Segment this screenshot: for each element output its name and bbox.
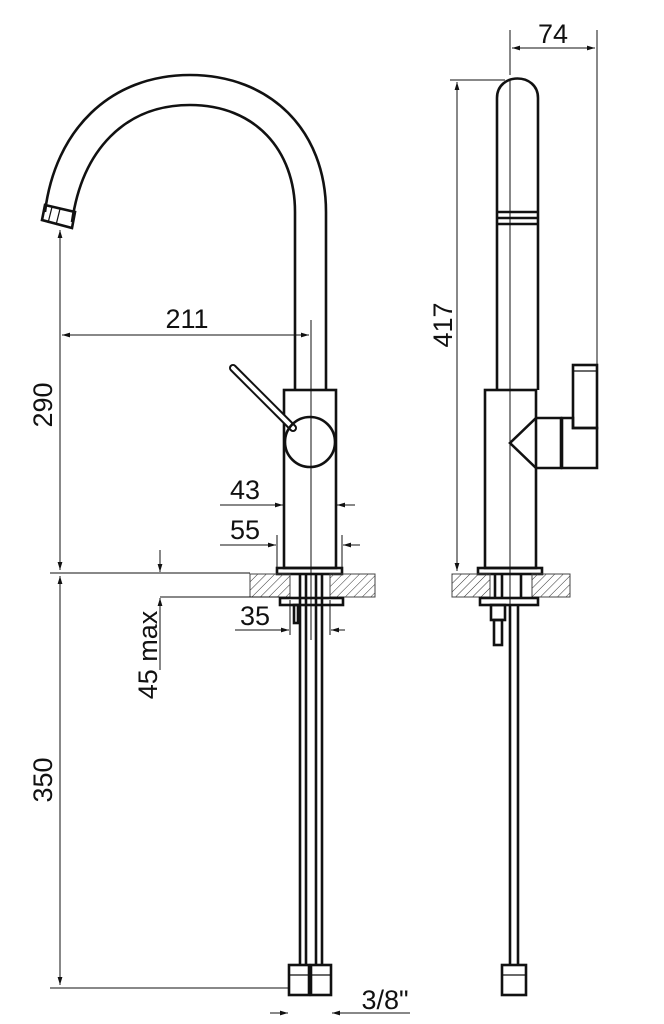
countertop-right (329, 573, 376, 598)
mounting-nut (278, 596, 345, 607)
handle-knob (283, 415, 337, 469)
dim-spout-reach: 211 (165, 304, 208, 334)
dim-base-diameter: 55 (230, 515, 260, 545)
side-dimensions: 74 417 (428, 19, 598, 571)
dim-body-diameter: 43 (230, 475, 260, 505)
spout-outer (43, 73, 328, 390)
side-view (451, 77, 599, 997)
dim-side-depth: 74 (538, 19, 568, 49)
side-countertop-left (451, 573, 491, 598)
dim-max-counter-thickness: 45 max (133, 610, 163, 699)
side-handle-connector (508, 416, 563, 470)
dim-connection: 3/8" (361, 985, 408, 1015)
dim-spout-height: 290 (28, 382, 58, 427)
dim-hose-length: 350 (28, 757, 58, 802)
base-plate (275, 566, 344, 576)
spout-inner (70, 103, 297, 390)
side-countertop-right (531, 573, 571, 598)
spout-tip (40, 203, 77, 230)
countertop-left (249, 573, 291, 598)
dim-mounting-hole: 35 (240, 601, 270, 631)
side-spout (495, 77, 540, 390)
hose-nut-right (309, 963, 333, 997)
side-handle (571, 363, 599, 430)
front-dimensions: 211 290 350 43 55 35 45 max 3/8" (28, 230, 410, 1016)
dim-total-height: 417 (428, 302, 458, 347)
side-hose-nut (500, 963, 528, 997)
front-view (40, 73, 376, 997)
hose-nut-left (287, 963, 311, 997)
